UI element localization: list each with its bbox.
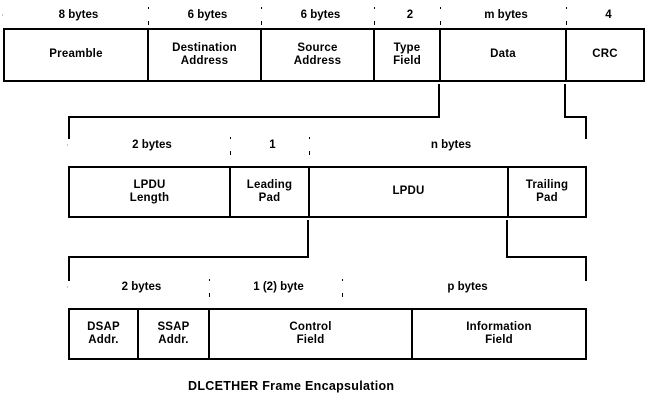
dimension-label: p bytes: [342, 281, 593, 293]
dimension-label: 1: [230, 139, 315, 151]
field-control-field: Control Field: [209, 308, 412, 360]
field-crc: CRC: [566, 28, 645, 82]
field-ssap-addr: SSAP Addr.: [138, 308, 209, 360]
dimension-label: n bytes: [309, 139, 593, 151]
field-source-address: Source Address: [261, 28, 374, 82]
field-lpdu-length: LPDU Length: [68, 166, 230, 218]
leader-line-vertical: [438, 84, 440, 118]
leader-line-vertical: [564, 84, 566, 118]
bracket-right-vertical: [585, 116, 587, 146]
dimension-label: 1 (2) byte: [209, 281, 348, 293]
dimension-label: 2 bytes: [68, 281, 215, 293]
bracket-left-vertical: [68, 116, 70, 146]
field-type-field: Type Field: [374, 28, 440, 82]
dimension-label: 6 bytes: [261, 9, 380, 21]
leader-line-vertical: [506, 220, 508, 258]
leader-line-horizontal: [564, 116, 587, 118]
dimension-label: m bytes: [440, 9, 572, 21]
field-lpdu: LPDU: [309, 166, 508, 218]
dimension-label: 6 bytes: [148, 9, 267, 21]
dimension-label: 4: [566, 9, 648, 21]
field-information-field: Information Field: [412, 308, 587, 360]
field-destination-address: Destination Address: [148, 28, 261, 82]
dimension-label: 8 bytes: [3, 9, 154, 21]
field-dsap-addr: DSAP Addr.: [68, 308, 138, 360]
field-preamble: Preamble: [3, 28, 148, 82]
diagram-caption: DLCETHER Frame Encapsulation: [188, 379, 395, 393]
field-data: Data: [440, 28, 566, 82]
leader-line-horizontal: [68, 116, 440, 118]
dimension-label: 2: [374, 9, 446, 21]
dimension-label: 2 bytes: [68, 139, 236, 151]
bracket-right-vertical: [585, 256, 587, 288]
leader-line-horizontal: [506, 256, 587, 258]
field-leading-pad: Leading Pad: [230, 166, 309, 218]
field-trailing-pad: Trailing Pad: [508, 166, 587, 218]
bracket-left-vertical: [68, 256, 70, 288]
leader-line-vertical: [307, 220, 309, 258]
leader-line-horizontal: [68, 256, 309, 258]
